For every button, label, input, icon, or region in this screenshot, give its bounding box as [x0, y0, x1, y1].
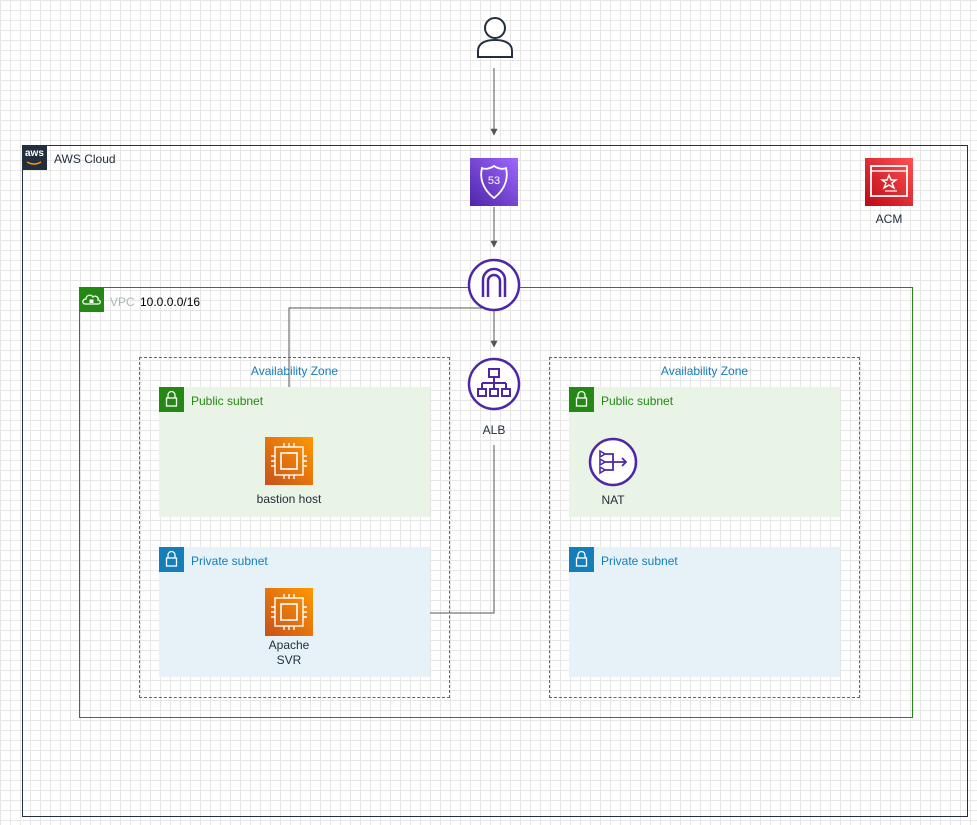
alb-label: ALB [482, 423, 506, 437]
ec2-instance-icon [271, 594, 307, 630]
availability-zone-label: Availability Zone [660, 364, 749, 378]
private-subnet-label: Private subnet [601, 554, 678, 568]
public-subnet-label: Public subnet [191, 394, 264, 408]
route53-badge: 53 [487, 175, 501, 187]
vpc-label: VPC [110, 295, 135, 309]
bastion-host-label: bastion host [256, 492, 322, 506]
aws-cloud-icon: aws [22, 145, 47, 170]
nat-gateway-node[interactable] [588, 437, 638, 487]
public-subnet-label: Public subnet [601, 394, 674, 408]
lock-icon [569, 547, 594, 572]
private-subnet-2[interactable]: Private subnet [569, 547, 840, 677]
lock-icon [569, 387, 594, 412]
route53-icon [480, 164, 508, 200]
bastion-host-node[interactable] [265, 437, 313, 485]
route53-node[interactable]: 53 [470, 158, 518, 206]
alb-node[interactable] [467, 357, 521, 411]
user-node[interactable] [474, 15, 516, 59]
aws-cloud-label: AWS Cloud [54, 152, 116, 166]
vpc-icon [79, 287, 104, 312]
private-subnet-label: Private subnet [191, 554, 268, 568]
certificate-icon [870, 165, 908, 197]
lock-icon [159, 387, 184, 412]
load-balancer-icon [467, 357, 521, 411]
lock-icon [159, 547, 184, 572]
apache-server-label-line1: Apache [268, 638, 310, 652]
acm-label: ACM [875, 212, 903, 226]
aws-cloud-group[interactable] [22, 145, 968, 817]
availability-zone-1[interactable]: Availability Zone [139, 357, 450, 698]
aws-logo-text: aws [25, 148, 44, 159]
apache-server-label-line2: SVR [276, 653, 302, 667]
acm-node[interactable] [865, 158, 913, 206]
nat-gateway-icon [588, 437, 638, 487]
user-icon [477, 17, 513, 58]
availability-zone-2[interactable]: Availability Zone [549, 357, 860, 698]
vpc-cidr: 10.0.0.0/16 [140, 295, 201, 309]
nat-gateway-label: NAT [601, 493, 625, 507]
availability-zone-label: Availability Zone [250, 364, 339, 378]
internet-gateway-icon [467, 258, 521, 312]
ec2-instance-icon [271, 443, 307, 479]
apache-server-node[interactable] [265, 588, 313, 636]
internet-gateway-node[interactable] [467, 258, 521, 312]
